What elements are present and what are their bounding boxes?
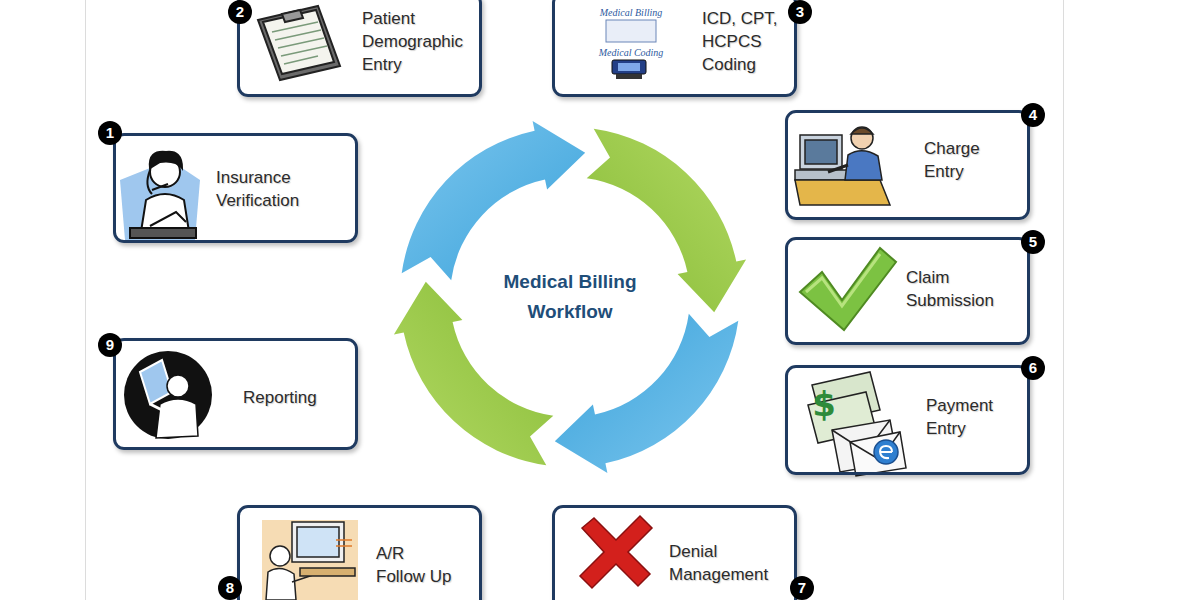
- dollar-sign: $: [812, 384, 836, 424]
- cycle-ring: [394, 121, 746, 473]
- process-box: A/R Follow Up: [237, 505, 482, 600]
- callout-number: 5: [1021, 230, 1045, 254]
- payment-icon: [808, 372, 906, 476]
- process-box: Denial Management: [552, 505, 797, 600]
- box-label: Insurance Verification: [216, 166, 336, 212]
- page-frame: [86, 0, 1064, 600]
- checkmark-icon: [800, 248, 896, 330]
- box-label: A/R Follow Up: [376, 542, 456, 588]
- callout-number: 7: [790, 576, 814, 600]
- icon-text: Medical Billing: [600, 7, 663, 18]
- process-box: Claim Submission: [785, 237, 1030, 345]
- callout-number: 1: [98, 121, 122, 145]
- data-entry-icon: [795, 127, 890, 205]
- process-box: Insurance Verification: [113, 133, 358, 243]
- callout-number: 4: [1021, 103, 1045, 127]
- icon-text: Medical Coding: [599, 47, 664, 58]
- process-box: ICD, CPT, HCPCS Coding: [552, 0, 797, 97]
- box-label: Charge Entry: [924, 137, 1004, 183]
- callout-number: 8: [218, 576, 242, 600]
- box-label: ICD, CPT, HCPCS Coding: [702, 7, 792, 76]
- clipboard-icon: [258, 6, 340, 80]
- box-label: Denial Management: [669, 540, 789, 586]
- box-label: Reporting: [243, 386, 343, 409]
- box-label: Payment Entry: [926, 394, 1016, 440]
- callout-number: 6: [1021, 356, 1045, 380]
- process-box: Patient Demographic Entry: [237, 0, 482, 97]
- process-box: Reporting: [113, 338, 358, 450]
- reporting-icon: [124, 351, 212, 439]
- box-label: Claim Submission: [906, 266, 1016, 312]
- cycle-arrow: [402, 121, 586, 280]
- callout-number: 3: [788, 0, 812, 24]
- followup-icon: [262, 520, 358, 600]
- callout-number: 2: [228, 0, 252, 24]
- callout-number: 9: [98, 333, 122, 357]
- operator-icon: [120, 152, 200, 240]
- diagram-title: Medical Billing Workflow: [495, 267, 645, 327]
- process-box: Charge Entry: [785, 110, 1030, 220]
- box-label: Patient Demographic Entry: [362, 7, 477, 76]
- cycle-arrow: [555, 314, 739, 473]
- denial-icon: [580, 516, 652, 588]
